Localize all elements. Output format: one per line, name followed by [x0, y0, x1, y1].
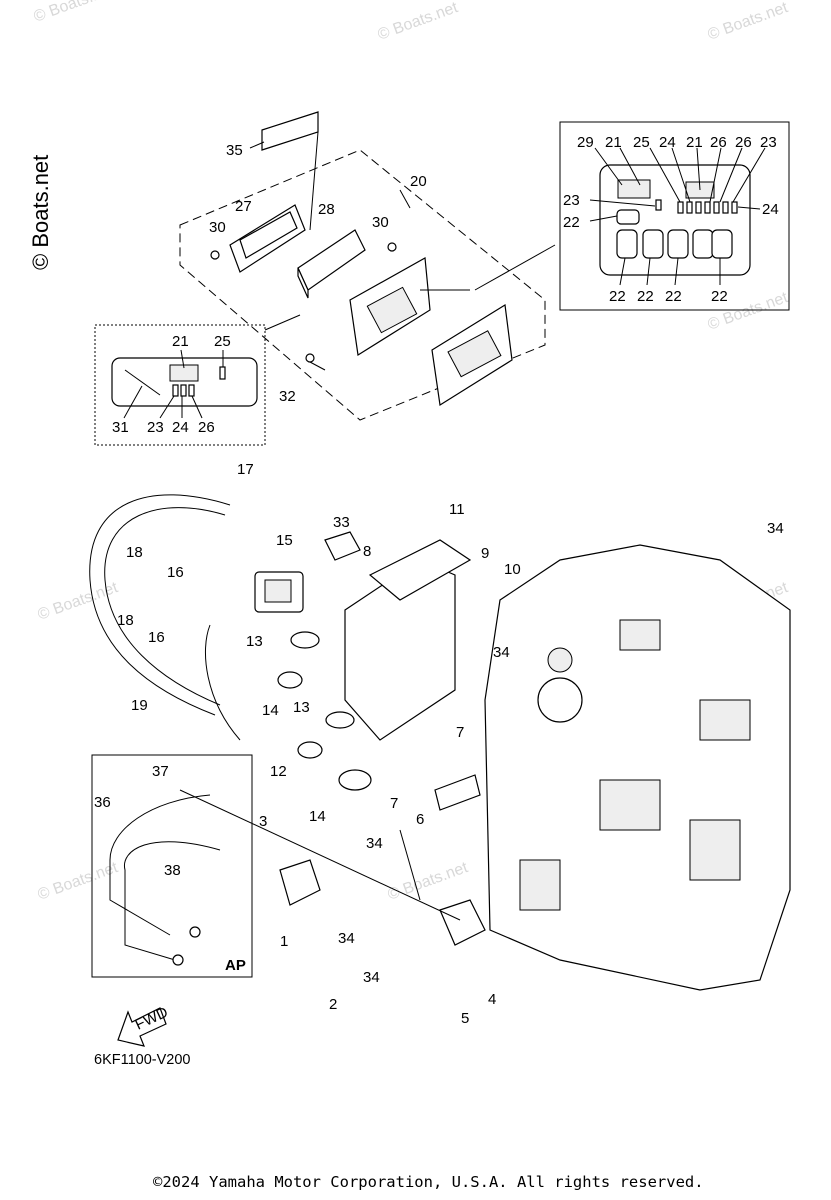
inset-right-label: 21 [686, 134, 703, 151]
inset-left-label: 31 [112, 419, 129, 436]
relay-15 [254, 571, 304, 613]
callout: 28 [318, 201, 335, 218]
inset-left-label: 21 [172, 333, 189, 350]
callout: 5 [461, 1010, 469, 1027]
side-watermark: © Boats.net [28, 154, 53, 270]
callout: 14 [262, 702, 279, 719]
inset-right-label: 23 [563, 192, 580, 209]
bracket-8 [344, 539, 472, 741]
inset-right-leaders [589, 147, 766, 286]
callout: 33 [333, 514, 350, 531]
screws-top [210, 242, 397, 371]
part-27-cover [229, 204, 306, 273]
watermark: © Boats.net [706, 0, 791, 44]
watermark: © Boats.net [386, 859, 471, 904]
watermark: © Boats.net [36, 579, 121, 624]
callout: 15 [276, 532, 293, 549]
wire-harness-19 [89, 494, 241, 741]
part-6 [434, 774, 481, 811]
part-1 [279, 859, 321, 906]
callout: 4 [488, 991, 496, 1008]
inset-right-label: 29 [577, 134, 594, 151]
inset-right-label: 22 [563, 214, 580, 231]
callout: 30 [209, 219, 226, 236]
diagram-code: 6KF1100-V200 [94, 1052, 191, 1068]
inset-right-label: 22 [711, 288, 728, 305]
inset-right-label: 22 [609, 288, 626, 305]
callout: 3 [259, 813, 267, 830]
callout: 37 [152, 763, 169, 780]
inset-left-label: 23 [147, 419, 164, 436]
callout: 34 [363, 969, 380, 986]
callout: 12 [270, 763, 287, 780]
callout: 14 [309, 808, 326, 825]
part-4 [439, 899, 486, 946]
callout: 13 [293, 699, 310, 716]
inset-right-label: 24 [659, 134, 676, 151]
callout: 30 [372, 214, 389, 231]
battery-cable-38 [91, 754, 253, 978]
relay-slots [655, 199, 738, 214]
callout: 34 [493, 644, 510, 661]
ecu-bracket [349, 257, 431, 356]
callout: 19 [131, 697, 148, 714]
watermark: © Boats.net [376, 0, 461, 44]
part-35-label [249, 111, 319, 231]
callout: 32 [279, 388, 296, 405]
inset-right-label: 24 [762, 201, 779, 218]
engine-block [484, 544, 791, 991]
callout: 20 [410, 173, 427, 190]
callout: 18 [126, 544, 143, 561]
callout: 16 [148, 629, 165, 646]
inset-right-label: 25 [633, 134, 650, 151]
ap-label: AP [225, 957, 246, 974]
callout: 17 [237, 461, 254, 478]
callout: 9 [481, 545, 489, 562]
inset-right-label: 22 [637, 288, 654, 305]
callout: 1 [280, 933, 288, 950]
callout: 36 [94, 794, 111, 811]
callout: 6 [416, 811, 424, 828]
callout: 13 [246, 633, 263, 650]
grommet-33 [324, 531, 361, 561]
callout: 35 [226, 142, 243, 159]
inset-left-label: 26 [198, 419, 215, 436]
callout: 8 [363, 543, 371, 560]
inset-right-label: 23 [760, 134, 777, 151]
inset-left-label: 25 [214, 333, 231, 350]
copyright-notice: ©2024 Yamaha Motor Corporation, U.S.A. A… [153, 1173, 704, 1191]
inset-right: 29 21 25 24 21 26 26 23 23 22 24 22 22 2… [559, 121, 790, 311]
callout-labels: 35 20 27 28 30 30 32 17 33 11 34 15 18 8… [94, 142, 784, 1027]
callout: 34 [767, 520, 784, 537]
callout: 18 [117, 612, 134, 629]
callout: 34 [338, 930, 355, 947]
fwd-arrow-icon: FWD [117, 1004, 171, 1047]
watermark: © Boats.net [36, 859, 121, 904]
callout: 38 [164, 862, 181, 879]
part-28 [297, 229, 366, 299]
callout: 27 [235, 198, 252, 215]
watermark: © Boats.net [32, 0, 117, 26]
inset-right-label: 21 [605, 134, 622, 151]
callout: 2 [329, 996, 337, 1013]
assembly-box-20 [179, 149, 546, 421]
callout: 10 [504, 561, 521, 578]
callout: 7 [456, 724, 464, 741]
fuse-blocks [616, 209, 733, 259]
inset-right-label: 22 [665, 288, 682, 305]
callout: 34 [366, 835, 383, 852]
ecu-unit [431, 304, 513, 406]
callout: 16 [167, 564, 184, 581]
inset-left: 21 25 31 23 24 26 [94, 314, 301, 446]
callout: 7 [390, 795, 398, 812]
inset-right-label: 26 [735, 134, 752, 151]
clamps [277, 631, 372, 791]
callout: 11 [449, 501, 465, 518]
inset-right-label: 26 [710, 134, 727, 151]
inset-left-label: 24 [172, 419, 189, 436]
